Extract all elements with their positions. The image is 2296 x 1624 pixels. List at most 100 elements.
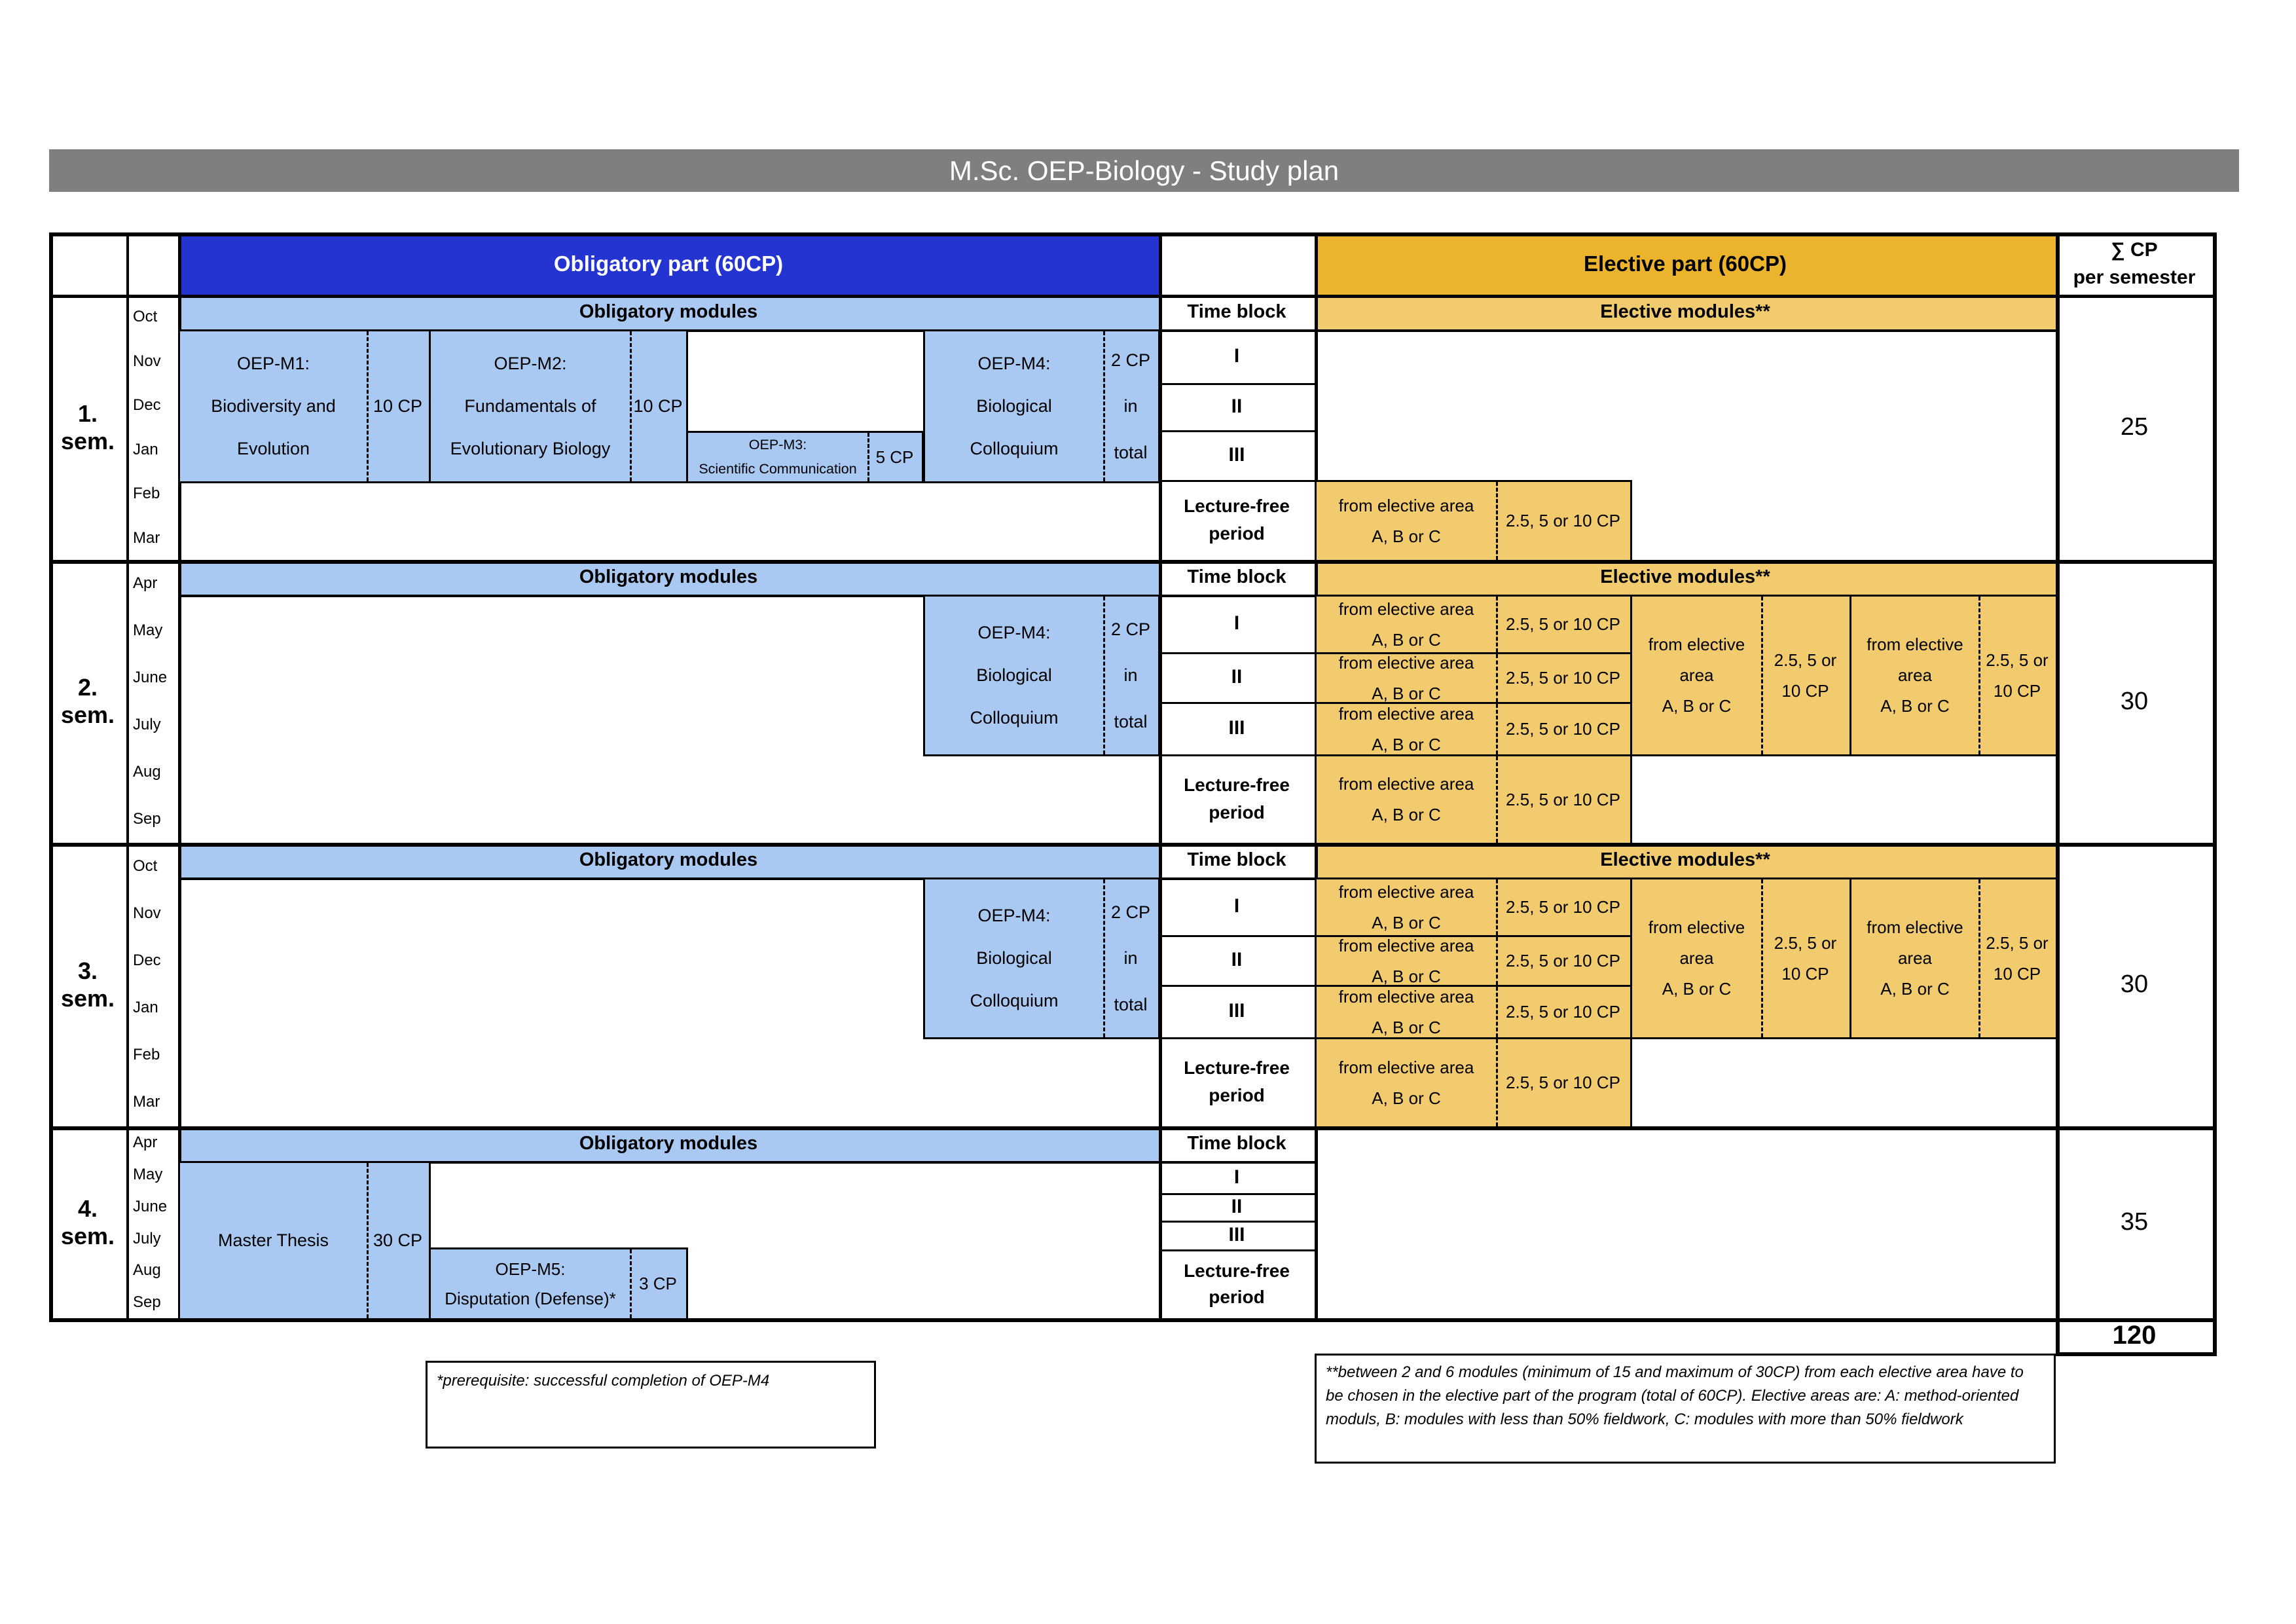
time-block-ii: II [1231, 396, 1243, 417]
dashed-divider [1496, 987, 1498, 1037]
month-label: June [133, 669, 168, 686]
month-label: July [133, 1229, 161, 1247]
grid-line [1159, 232, 1162, 1321]
month-label: Oct [133, 307, 158, 325]
month-label: Aug [133, 1261, 161, 1279]
elective-modules-header: Elective modules** [1600, 849, 1770, 870]
module-cp: 10 CP [633, 396, 683, 416]
dashed-divider [1496, 937, 1498, 985]
sum-cp-header: ∑ CP per semester [2073, 238, 2196, 288]
grid-line [1159, 935, 1318, 937]
dashed-divider [1496, 704, 1498, 754]
module-cp: 3 CP [639, 1274, 677, 1293]
month-label: May [133, 621, 163, 639]
dashed-divider [1496, 879, 1498, 935]
page-title: M.Sc. OEP-Biology - Study plan [49, 149, 2239, 192]
sum-cp-value: 25 [2120, 413, 2149, 441]
elective-block: from elective area A, B or C 2.5, 5 or 1… [1630, 595, 1851, 756]
module-oep-m4: OEP-M4: Biological Colloquium 2 CP in to… [923, 595, 1160, 756]
month-label: Oct [133, 857, 158, 875]
month-label: July [133, 716, 161, 733]
elective-area-label: from elective area A, B or C [1867, 917, 1963, 999]
module-cp: 5 CP [875, 447, 914, 467]
sum-cp-value: 35 [2120, 1208, 2149, 1236]
grid-line [126, 232, 129, 1321]
time-block-i: I [1233, 612, 1240, 634]
grid-line [1159, 1193, 1318, 1195]
dashed-divider [867, 433, 869, 481]
dashed-divider [1103, 331, 1105, 481]
elective-area-label: from elective area A, B or C [1338, 599, 1474, 650]
time-block-i: I [1233, 1166, 1240, 1188]
elective-area-label: from elective area A, B or C [1338, 935, 1474, 986]
elective-modules-header-bg [1315, 295, 2056, 329]
grid-line [1159, 652, 1318, 654]
module-name: OEP-M1: Biodiversity and Evolution [211, 354, 336, 458]
elective-cp: 2.5, 5 or 10 CP [1506, 668, 1620, 688]
month-label: Feb [133, 484, 160, 502]
module-name: OEP-M2: Fundamentals of Evolutionary Bio… [450, 354, 611, 458]
elective-part-header: Elective part (60CP) [1584, 251, 1787, 276]
grid-line [2056, 232, 2060, 1356]
lecture-free-period: Lecture-free period [1184, 1058, 1290, 1105]
elective-block: from elective area A, B or C 2.5, 5 or 1… [1315, 652, 1632, 704]
time-block-i: I [1233, 345, 1240, 367]
module-oep-m1: OEP-M1: Biodiversity and Evolution 10 CP [178, 329, 431, 483]
module-master-thesis: Master Thesis 30 CP [178, 1161, 431, 1320]
grid-line [178, 1161, 1318, 1164]
dashed-divider [1496, 597, 1498, 652]
month-label: Mar [133, 528, 160, 547]
grid-line [49, 1318, 2217, 1322]
grid-line [1159, 1249, 1318, 1251]
time-block-header: Time block [1187, 301, 1286, 322]
grid-line [2213, 232, 2217, 1356]
module-oep-m2: OEP-M2: Fundamentals of Evolutionary Bio… [429, 329, 688, 483]
grid-line [49, 843, 2217, 847]
elective-area-label: from elective area A, B or C [1648, 635, 1745, 716]
elective-cp: 2.5, 5 or 10 CP [1506, 897, 1620, 917]
elective-block: from elective area A, B or C 2.5, 5 or 1… [1630, 877, 1851, 1039]
obligatory-modules-header-bg [178, 295, 1159, 329]
month-label: Sep [133, 1293, 161, 1311]
elective-area-label: from elective area A, B or C [1338, 652, 1474, 703]
elective-block: from elective area A, B or C 2.5, 5 or 1… [1315, 702, 1632, 756]
semester-label: 1. sem. [60, 399, 115, 454]
month-label: Apr [133, 1133, 158, 1151]
dashed-divider [1496, 654, 1498, 702]
time-block-iii: III [1228, 1000, 1245, 1022]
module-cp: 2 CP in total [1110, 902, 1151, 1014]
module-name: Master Thesis [217, 1230, 329, 1250]
elective-area-label: from elective area A, B or C [1338, 495, 1474, 546]
grid-line [1159, 1037, 1318, 1039]
elective-block: from elective area A, B or C 2.5, 5 or 1… [1315, 935, 1632, 987]
time-block-header: Time block [1187, 849, 1286, 870]
grid-line [1159, 430, 1318, 432]
elective-cp: 2.5, 5 or 10 CP [1506, 789, 1620, 809]
elective-area-label: from elective area A, B or C [1338, 1057, 1474, 1108]
dashed-divider [1761, 597, 1763, 754]
time-block-header: Time block [1187, 566, 1286, 587]
dashed-divider [630, 331, 632, 481]
grid-line [1159, 754, 1318, 756]
dashed-divider [1761, 879, 1763, 1037]
elective-area-label: from elective area A, B or C [1338, 703, 1474, 754]
elective-cp: 2.5, 5 or 10 CP [1506, 951, 1620, 970]
elective-cp: 2.5, 5 or 10 CP [1774, 650, 1837, 701]
elective-cp: 2.5, 5 or 10 CP [1506, 511, 1620, 530]
dashed-divider [630, 1249, 632, 1318]
grid-line [2056, 1352, 2217, 1356]
lecture-free-period: Lecture-free period [1184, 1261, 1290, 1307]
elective-area-label: from elective area A, B or C [1648, 917, 1745, 999]
month-label: Dec [133, 951, 161, 969]
module-oep-m5: OEP-M5: Disputation (Defense)* 3 CP [429, 1247, 688, 1320]
time-block-iii: III [1228, 717, 1245, 739]
module-oep-m3: OEP-M3: Scientific Communication 5 CP [686, 431, 924, 483]
elective-modules-header: Elective modules** [1600, 566, 1770, 587]
elective-area-label: from elective area A, B or C [1338, 986, 1474, 1037]
elective-block: from elective area A, B or C 2.5, 5 or 1… [1315, 985, 1632, 1039]
obligatory-modules-header: Obligatory modules [579, 1133, 758, 1154]
time-block-ii: II [1231, 1196, 1243, 1217]
elective-modules-header: Elective modules** [1600, 301, 1770, 322]
elective-modules-header-bg [1315, 843, 2056, 877]
